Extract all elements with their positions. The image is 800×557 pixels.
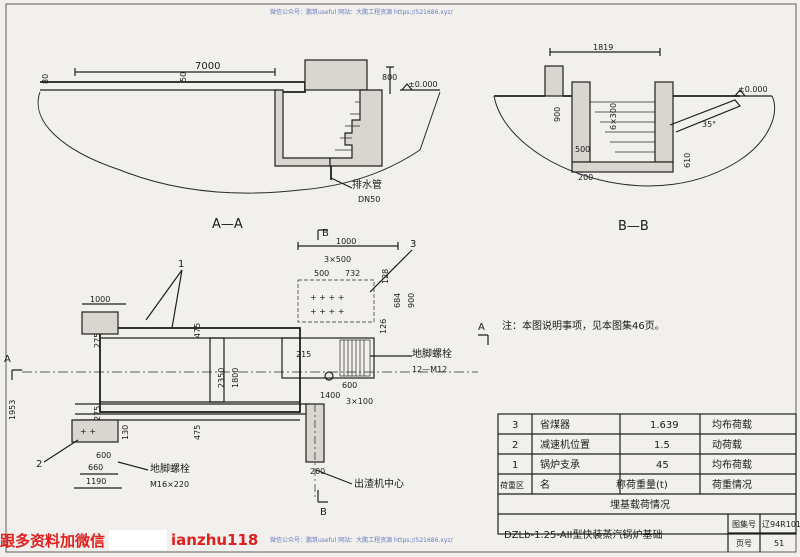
dim-80: 80 <box>41 74 50 84</box>
elev-bb: ±0.000 <box>738 85 768 94</box>
dim-600-mid: 1400 <box>320 391 340 400</box>
dim-215: 275 <box>93 406 102 421</box>
row1-no: 1 <box>512 460 518 471</box>
dim-2350: 2350 <box>217 368 226 388</box>
anchor-bolt-1-size: 12—M12 <box>412 365 447 374</box>
dim-600: 600 <box>96 451 111 460</box>
dim-275-top: 275 <box>93 333 102 348</box>
elev-aa: ±0.000 <box>408 80 438 89</box>
note-text: 注：本图说明事项，见本图集46页。 <box>502 319 665 332</box>
promo-mask <box>109 530 168 550</box>
section-mark-b-top: B <box>322 228 329 239</box>
dim-900-plan: 900 <box>407 293 416 308</box>
dim-200-mid: 3×100 <box>346 397 373 406</box>
dim-3x100: 600 <box>342 381 357 390</box>
section-bb: 1819 35° ±0.000 900 500 6×300 200 610 B—… <box>493 43 776 234</box>
callout-1: 1 <box>178 259 184 270</box>
dim-6x300: 6×300 <box>609 103 618 130</box>
load-table: 3 省煤器 1.639 均布荷载 2 减速机位置 1.5 动荷载 1 锅炉支承 … <box>497 413 800 552</box>
header-value: 称荷重量(t) <box>616 478 668 491</box>
row2-name: 减速机位置 <box>540 438 590 451</box>
atlas-label: 图集号 <box>732 519 756 529</box>
row3-type: 均布荷载 <box>712 419 752 431</box>
svg-text:+ +: + + <box>80 427 96 436</box>
dim-500: 500 <box>314 269 329 278</box>
svg-text:+ + + +: + + + + <box>310 293 344 302</box>
page-label: 页号 <box>736 539 752 548</box>
section-aa-title: A—A <box>212 217 243 232</box>
section-bb-title: B—B <box>618 219 649 234</box>
dim-50: 50 <box>179 72 188 82</box>
row2-value: 1.5 <box>654 440 670 451</box>
promo-text-left: 跟多资料加微信 <box>0 531 106 550</box>
callout-2: 2 <box>36 459 42 470</box>
dim-800: 800 <box>382 73 397 82</box>
header-type: 荷重情况 <box>712 478 752 491</box>
dim-475-top: 475 <box>193 323 202 338</box>
row3-name: 省煤器 <box>540 418 570 431</box>
promo-banner: 跟多资料加微信 ianzhu118 <box>0 527 258 553</box>
row1-type: 均布荷载 <box>712 459 752 471</box>
svg-text:+ + + +: + + + + <box>310 307 344 316</box>
dim-200: 200 <box>578 173 593 182</box>
drain-label: 排水管 <box>352 178 382 191</box>
dim-1400: 215 <box>296 350 311 359</box>
dim-1953: 1953 <box>8 400 17 420</box>
dim-7000: 7000 <box>195 61 220 72</box>
row3-value: 1.639 <box>650 420 679 431</box>
anchor-bolt-2: 地脚螺栓 <box>150 462 190 475</box>
atlas-no: 辽94R101 <box>762 520 800 529</box>
dim-1000-left: 1000 <box>90 295 110 304</box>
equipment-block-aa <box>304 59 368 91</box>
header-name: 名 <box>540 478 550 491</box>
table-caption: 埋基载荷情况 <box>610 498 670 511</box>
page-no: 51 <box>774 539 784 548</box>
row2-no: 2 <box>512 440 518 451</box>
dim-128: 128 <box>381 269 390 284</box>
dim-610: 610 <box>683 153 692 168</box>
dim-300: 200 <box>310 467 325 476</box>
dim-1000-top: 1000 <box>336 237 356 246</box>
promo-text-right: ianzhu118 <box>171 531 259 549</box>
anchor-bolt-2-size: M16×220 <box>150 480 189 489</box>
anchor-bolt-1: 地脚螺栓 <box>412 347 452 360</box>
angle-35: 35° <box>702 120 716 129</box>
section-aa: 7000 80 50 800 ±0.000 排水管 DN50 A—A <box>37 59 441 232</box>
dim-900: 900 <box>553 107 562 122</box>
dim-684: 684 <box>393 293 402 308</box>
dim-500: 500 <box>575 145 590 154</box>
row2-type: 动荷载 <box>712 439 742 451</box>
slag-center-label: 出渣机中心 <box>354 477 404 490</box>
row1-name: 锅炉支承 <box>540 459 580 471</box>
dim-1800: 1800 <box>231 368 240 388</box>
row3-no: 3 <box>512 420 518 431</box>
watermark-bottom: 微信公众号：鹏筑useful 网站：大鹏工程资源 https://521686.… <box>270 536 454 544</box>
section-mark-a-right: A <box>478 322 485 333</box>
drain-size: DN50 <box>358 195 380 204</box>
section-mark-b-bottom: B <box>320 507 327 518</box>
dim-130: 130 <box>121 425 130 440</box>
dim-475: 475 <box>193 425 202 440</box>
dim-732: 732 <box>345 269 360 278</box>
dim-1819: 1819 <box>593 43 613 52</box>
section-mark-a-left: A <box>4 354 11 365</box>
dim-1190: 1190 <box>86 477 106 486</box>
row1-value: 45 <box>656 460 669 471</box>
header-no: 荷重区 <box>500 480 524 490</box>
dim-126: 126 <box>379 319 388 334</box>
title-block-title: DZLb-1.25-AII型快装蒸汽锅炉基础 <box>504 528 662 541</box>
watermark-top: 微信公众号：鹏筑useful 网站：大鹏工程资源 https://521686.… <box>270 8 454 16</box>
dim-660: 660 <box>88 463 103 472</box>
dim-3x500: 3×500 <box>324 255 351 264</box>
plan-view: B B A A 1000 3×500 500 732 + + + + + + +… <box>4 228 489 518</box>
sheet-border <box>5 3 797 553</box>
callout-3: 3 <box>410 239 416 250</box>
